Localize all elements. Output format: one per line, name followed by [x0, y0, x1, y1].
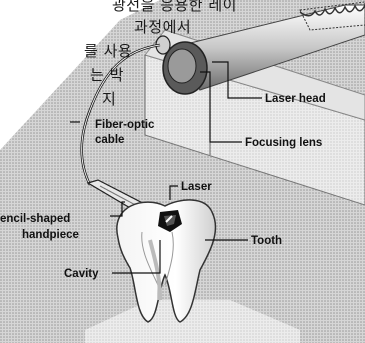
label-fiber-optic-cable-line-1: Fiber-optic	[95, 118, 154, 132]
korean-text-line-3: 를 사용	[84, 40, 132, 61]
label-focusing-lens: Focusing lens	[245, 136, 322, 150]
label-tooth: Tooth	[251, 234, 282, 248]
korean-text-line-5: 지	[102, 88, 116, 109]
label-fiber-optic-cable-line-2: cable	[95, 133, 124, 147]
label-laser-head: Laser head	[265, 92, 326, 106]
label-pencil-shaped-line-2: handpiece	[22, 228, 79, 242]
korean-text-line-1: 광선을 응용한 레이	[112, 0, 237, 15]
label-laser: Laser	[181, 180, 212, 194]
label-cavity: Cavity	[64, 267, 99, 281]
korean-text-line-4: 는 박	[90, 64, 124, 85]
label-pencil-shaped-line-1: encil-shaped	[0, 212, 70, 226]
korean-text-line-2: 과정에서	[134, 16, 191, 37]
